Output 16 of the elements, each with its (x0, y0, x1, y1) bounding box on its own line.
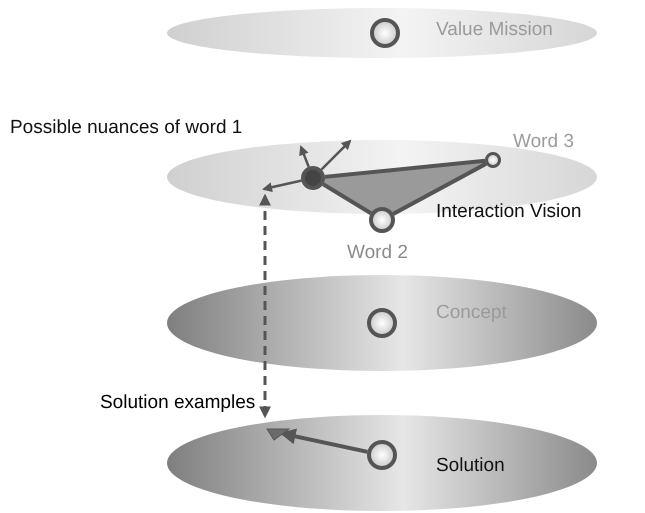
arrow (280, 428, 368, 454)
plane-label: Solution (436, 456, 505, 475)
annotation-label: Possible nuances of word 1 (10, 118, 242, 137)
arrow (320, 140, 352, 170)
arrow (299, 145, 310, 168)
connector-line (322, 182, 372, 215)
word-label: Word 2 (347, 243, 408, 262)
plane-label: Interaction Vision (436, 202, 582, 221)
word-label: Word 3 (513, 132, 574, 151)
edge-label: Solution examples (100, 393, 256, 412)
plane-label: Value Mission (436, 20, 553, 39)
plane-label: Concept (436, 303, 507, 322)
arrow (259, 194, 271, 418)
arrow (262, 179, 302, 192)
connector-line (324, 158, 486, 179)
connector-line (392, 162, 487, 216)
